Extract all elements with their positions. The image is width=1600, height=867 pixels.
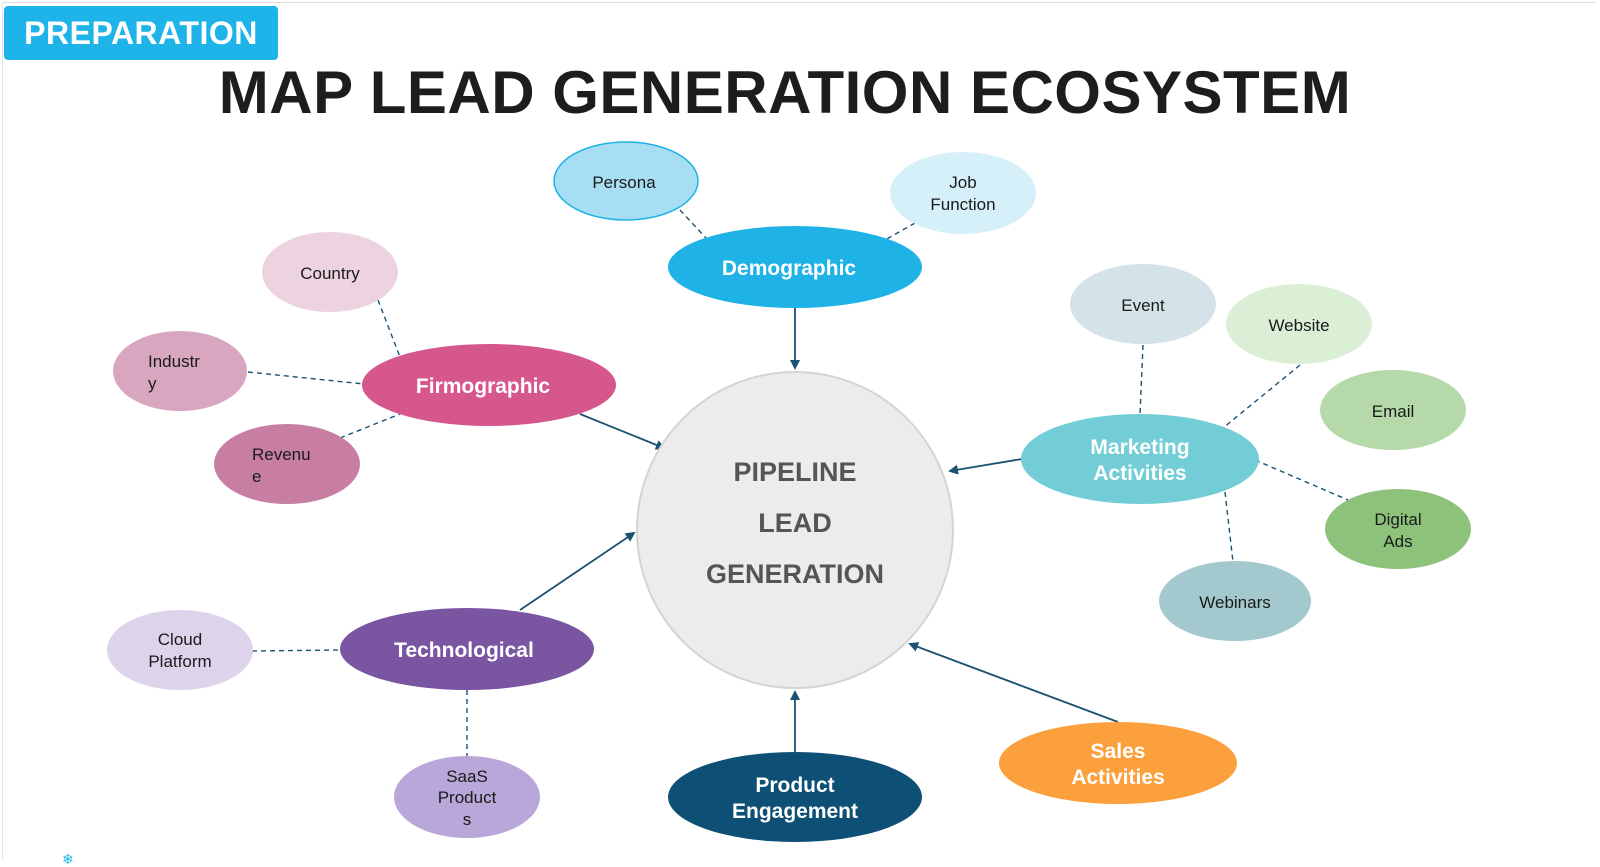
marketing-activities-line-2: Activities xyxy=(1093,462,1186,485)
sales-activities-ellipse xyxy=(999,722,1237,804)
connector-country xyxy=(377,299,401,358)
leaf-webinars: Webinars xyxy=(1159,561,1311,641)
leaf-digital-ads: Digital Ads xyxy=(1325,489,1471,569)
connector-job-function xyxy=(884,222,916,241)
saas-products-line-3: s xyxy=(463,810,472,829)
center-node: PIPELINE LEAD GENERATION xyxy=(636,371,954,689)
email-ellipse xyxy=(1320,370,1466,450)
cloud-platform-ellipse xyxy=(107,610,253,690)
persona-label: Persona xyxy=(592,173,656,192)
webinars-label: Webinars xyxy=(1199,593,1271,612)
center-line-3: GENERATION xyxy=(706,559,884,589)
industry-line-1: Industr xyxy=(148,352,200,371)
industry-ellipse xyxy=(113,331,247,411)
node-technological: Technological xyxy=(340,608,594,690)
leaf-cloud-platform: Cloud Platform xyxy=(107,610,253,690)
revenue-ellipse xyxy=(214,424,360,504)
country-ellipse xyxy=(262,232,398,312)
arrow-firmographic xyxy=(579,413,666,450)
marketing-activities-line-1: Marketing xyxy=(1090,436,1189,459)
website-label: Website xyxy=(1268,316,1329,335)
job-function-line-2: Function xyxy=(930,195,995,214)
connector-cloud xyxy=(251,649,341,652)
arrow-technological xyxy=(519,531,636,611)
leaf-persona: Persona xyxy=(553,141,699,221)
product-engagement-ellipse xyxy=(668,752,922,842)
sales-activities-line-2: Activities xyxy=(1071,766,1164,789)
demographic-ellipse xyxy=(668,226,922,308)
connector-event xyxy=(1139,344,1144,415)
connector-website xyxy=(1222,364,1301,429)
node-product-engagement: Product Engagement xyxy=(668,752,922,842)
email-label: Email xyxy=(1372,402,1415,421)
connector-persona xyxy=(679,209,707,239)
dashed-connectors xyxy=(247,209,1349,757)
product-engagement-line-2: Engagement xyxy=(732,800,858,823)
center-line-2: LEAD xyxy=(758,508,832,538)
industry-line-2: y xyxy=(148,374,157,393)
technological-label: Technological xyxy=(394,639,534,662)
cloud-platform-line-2: Platform xyxy=(148,652,211,671)
slide-title: MAP LEAD GENERATION ECOSYSTEM xyxy=(218,59,1352,126)
event-label: Event xyxy=(1121,296,1165,315)
product-engagement-line-1: Product xyxy=(755,774,834,797)
saas-products-line-2: Product xyxy=(438,788,497,807)
node-demographic: Demographic xyxy=(668,226,922,308)
demographic-label: Demographic xyxy=(722,257,857,280)
node-firmographic: Firmographic xyxy=(362,344,616,426)
persona-ellipse xyxy=(553,141,699,221)
revenue-line-1: Revenu xyxy=(252,445,311,464)
digital-ads-line-1: Digital xyxy=(1374,510,1421,529)
digital-ads-line-2: Ads xyxy=(1383,532,1412,551)
marketing-activities-ellipse xyxy=(1021,414,1259,504)
leaf-country: Country xyxy=(262,232,398,312)
preparation-badge: PREPARATION xyxy=(4,6,278,60)
leaf-job-function: Job Function xyxy=(890,152,1036,234)
leaf-industry: Industr y xyxy=(113,331,247,411)
center-circle xyxy=(636,371,954,689)
leaf-event: Event xyxy=(1070,264,1216,344)
cloud-platform-line-1: Cloud xyxy=(158,630,202,649)
arrow-sales-activities xyxy=(908,642,1119,723)
arrow-connectors xyxy=(519,308,1119,752)
leaf-saas-products: SaaS Product s xyxy=(394,756,540,838)
connector-webinars xyxy=(1224,491,1234,563)
snowflake-logo-icon: ❄ xyxy=(62,851,74,867)
technological-ellipse xyxy=(340,608,594,690)
saas-products-ellipse xyxy=(394,756,540,838)
country-label: Country xyxy=(300,264,360,283)
arrow-marketing-activities xyxy=(948,458,1023,475)
firmographic-ellipse xyxy=(362,344,616,426)
sales-activities-line-1: Sales xyxy=(1091,740,1146,763)
leaf-email: Email xyxy=(1320,370,1466,450)
node-marketing-activities: Marketing Activities xyxy=(1021,414,1259,504)
event-ellipse xyxy=(1070,264,1216,344)
connector-digital-ads xyxy=(1254,459,1349,501)
job-function-ellipse xyxy=(890,152,1036,234)
leaf-website: Website xyxy=(1226,284,1372,364)
connector-revenue xyxy=(339,413,401,439)
revenue-line-2: e xyxy=(252,467,261,486)
webinars-ellipse xyxy=(1159,561,1311,641)
center-line-1: PIPELINE xyxy=(733,457,856,487)
website-ellipse xyxy=(1226,284,1372,364)
firmographic-label: Firmographic xyxy=(416,375,551,398)
job-function-line-1: Job xyxy=(949,173,976,192)
saas-products-line-1: SaaS xyxy=(446,767,488,786)
digital-ads-ellipse xyxy=(1325,489,1471,569)
connector-industry xyxy=(247,371,365,385)
node-sales-activities: Sales Activities xyxy=(999,722,1237,804)
leaf-revenue: Revenu e xyxy=(214,424,360,504)
